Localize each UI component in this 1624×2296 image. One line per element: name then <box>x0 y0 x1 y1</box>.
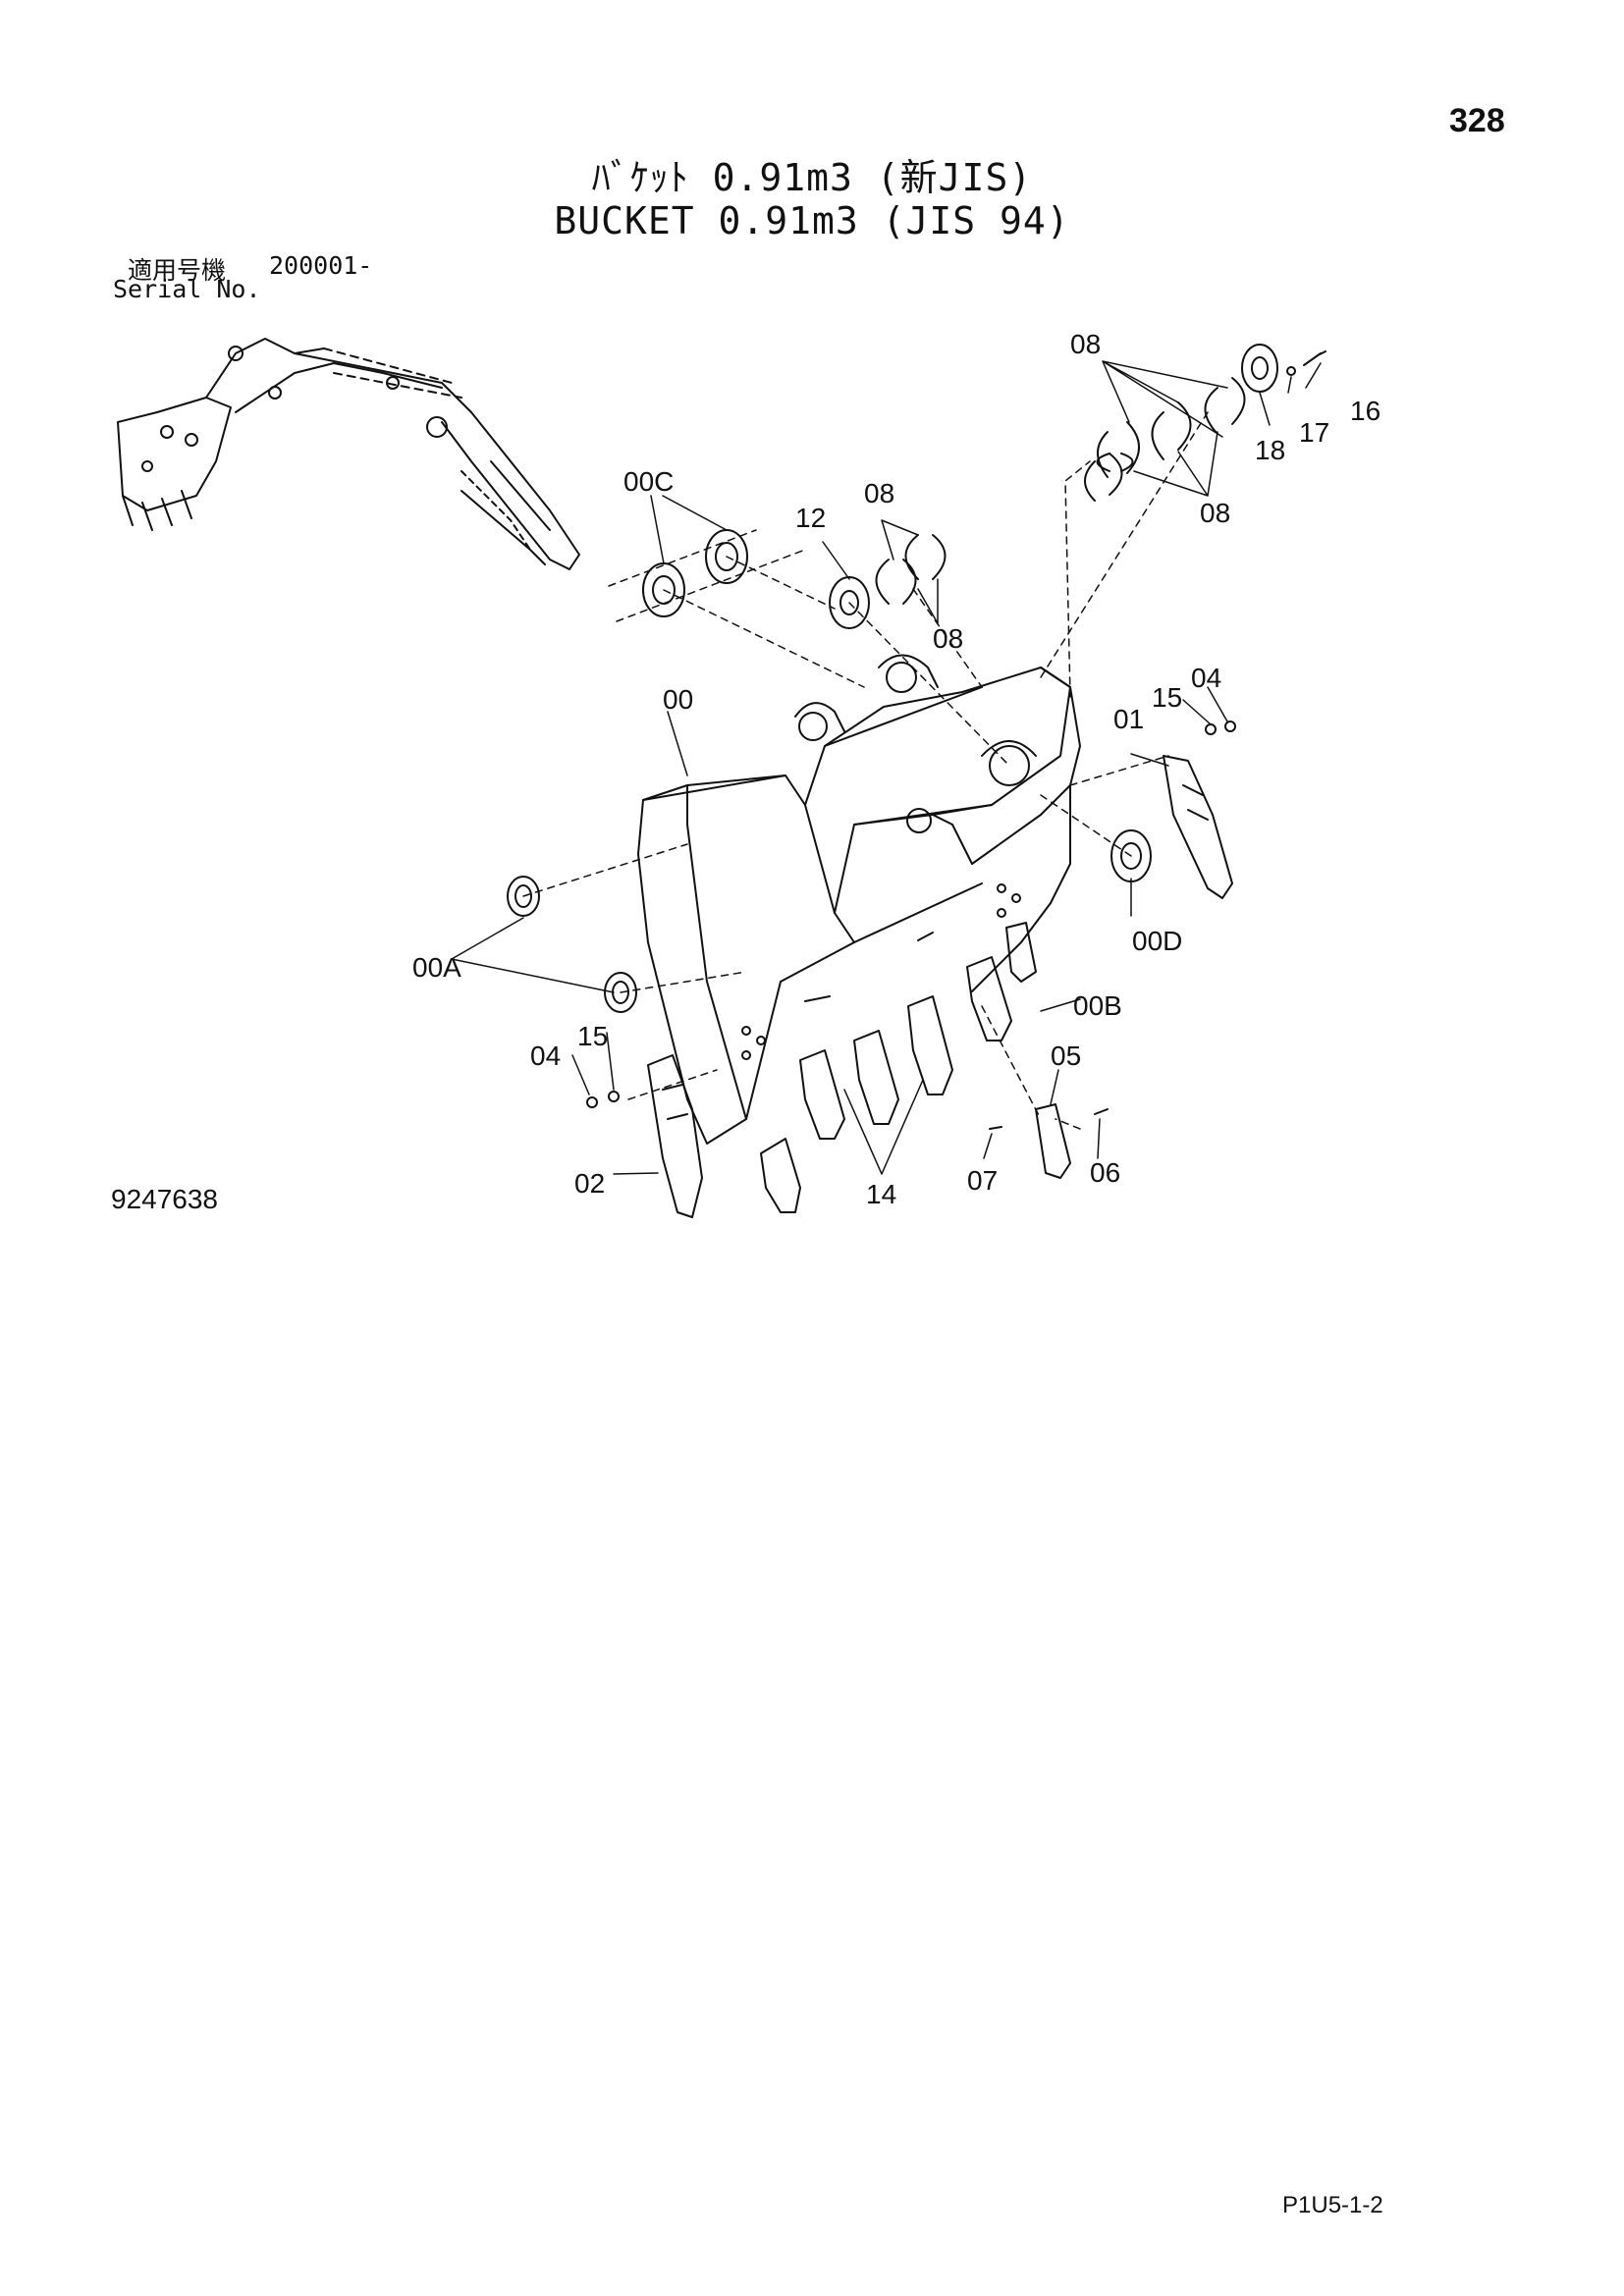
adapter-05-icon <box>1035 1103 1071 1179</box>
page-code: P1U5-1-2 <box>1282 2192 1383 2218</box>
callout-12: 12 <box>795 503 826 533</box>
callout-05: 05 <box>1051 1041 1081 1071</box>
tooth-pin-14-b <box>917 932 934 941</box>
shim-08-middle-icon <box>875 534 947 605</box>
title-japanese: ﾊﾞｹｯﾄ 0.91m3 (新JIS) <box>591 156 1033 199</box>
callout-00D: 00D <box>1132 926 1182 956</box>
bushing-00C-icon <box>642 529 748 617</box>
ring-12-icon <box>829 576 870 629</box>
callout-08-mid: 08 <box>864 478 894 508</box>
callout-labels: 08 16 17 18 08 00C 12 08 08 00 15 04 01 … <box>412 329 1380 1209</box>
callout-01: 01 <box>1113 704 1144 734</box>
callout-00: 00 <box>663 684 693 715</box>
callout-00C: 00C <box>623 466 674 497</box>
side-cutter-01-icon <box>1163 755 1233 899</box>
bushing-00A-icon <box>507 876 637 1013</box>
nut-04-left-icon <box>586 1096 598 1108</box>
callout-08-top: 08 <box>1070 329 1101 359</box>
callout-08-mid-low: 08 <box>933 623 963 654</box>
callout-06: 06 <box>1090 1157 1120 1188</box>
serial-label-english: Serial No. <box>113 275 261 303</box>
callout-15-left: 15 <box>577 1021 608 1051</box>
callout-17: 17 <box>1299 417 1329 448</box>
callout-18: 18 <box>1255 435 1285 465</box>
page-number: 328 <box>1449 102 1505 139</box>
callout-08-right: 08 <box>1200 498 1230 528</box>
side-cutter-02-icon <box>647 1054 703 1218</box>
pin-06-icon <box>1094 1108 1109 1115</box>
callout-04-left: 04 <box>530 1041 561 1071</box>
bolt-16-icon <box>1303 350 1326 366</box>
washer-15-right-icon <box>1205 723 1217 735</box>
callout-16: 16 <box>1350 396 1380 426</box>
excavator-arm-overview-icon <box>117 338 580 570</box>
callout-02: 02 <box>574 1168 605 1199</box>
callout-07: 07 <box>967 1165 998 1196</box>
nut-17-icon <box>1286 366 1296 376</box>
drawing-number: 9247638 <box>111 1184 219 1214</box>
lock-07-icon <box>989 1126 1002 1130</box>
callout-14: 14 <box>866 1179 896 1209</box>
serial-label-japanese: 適用号機 <box>128 256 227 285</box>
title-english: BUCKET 0.91m3 (JIS 94) <box>554 199 1070 242</box>
ring-18-icon <box>1241 344 1278 393</box>
serial-range: 200001- <box>269 251 373 280</box>
callout-04-right: 04 <box>1191 663 1221 693</box>
bucket-body-icon <box>637 654 1081 1213</box>
shim-08-top-icon <box>1084 377 1246 502</box>
callout-00B: 00B <box>1073 990 1122 1021</box>
callout-15-right: 15 <box>1152 682 1182 713</box>
nut-04-right-icon <box>1224 721 1236 732</box>
tooth-pin-14-a <box>804 995 831 1002</box>
washer-15-left-icon <box>608 1091 620 1102</box>
callout-00A: 00A <box>412 952 461 983</box>
bucket-teeth <box>760 922 1037 1213</box>
